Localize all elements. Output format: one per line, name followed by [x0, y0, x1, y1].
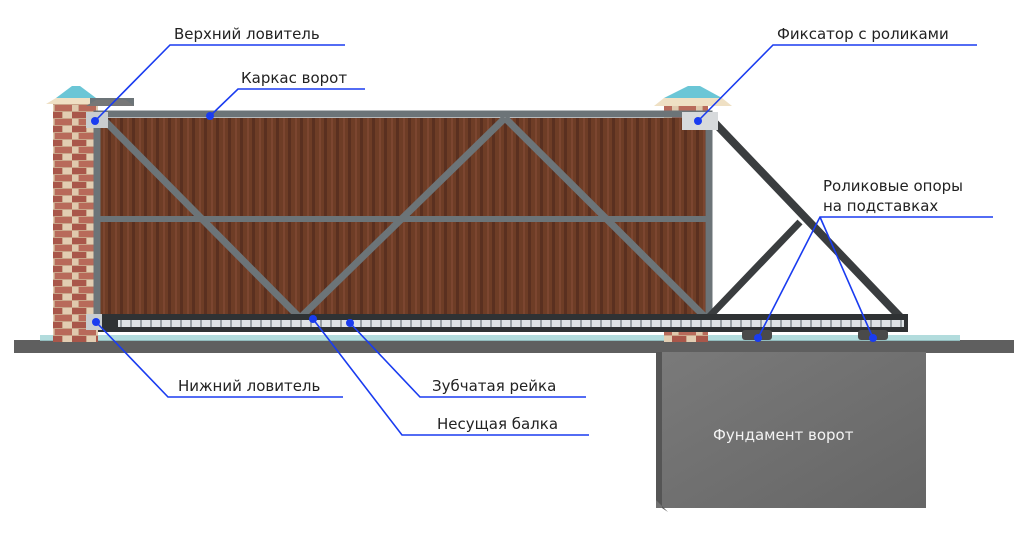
label-roller-supports-2: на подставках — [823, 197, 939, 215]
label-gate-frame: Каркас ворот — [241, 69, 348, 87]
label-upper-catcher: Верхний ловитель — [174, 25, 320, 43]
label-lower-catcher: Нижний ловитель — [178, 377, 321, 395]
label-gear-rack: Зубчатая рейка — [432, 377, 557, 395]
bearing-beam — [98, 314, 908, 332]
left-pillar — [46, 86, 134, 342]
foundation-block — [656, 352, 926, 512]
leader-dots — [91, 112, 877, 342]
ground-slab — [14, 335, 1014, 353]
gate-frame — [93, 110, 908, 325]
leader-lines — [94, 44, 993, 436]
label-roller-supports-1: Роликовые опоры — [823, 177, 964, 195]
label-foundation: Фундамент ворот — [713, 426, 854, 444]
label-roller-lock: Фиксатор с роликами — [777, 25, 949, 43]
label-bearing-beam: Несущая балка — [437, 415, 559, 433]
